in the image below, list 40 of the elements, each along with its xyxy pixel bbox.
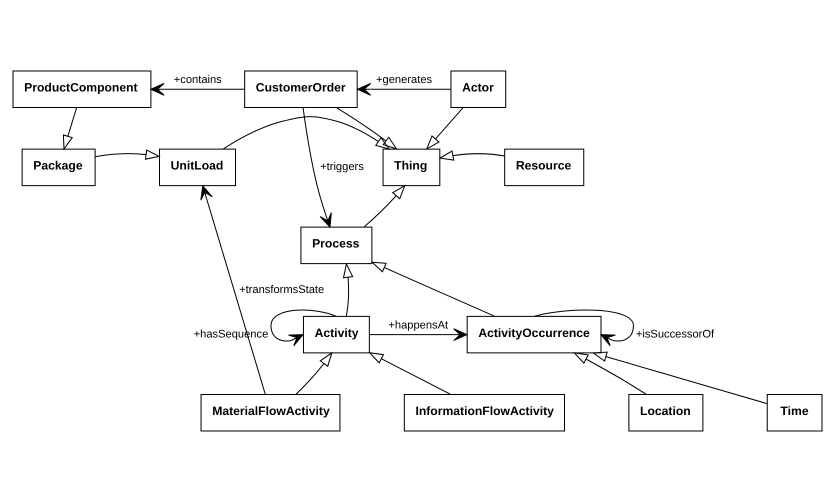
arrow [357, 82, 450, 96]
edge-label: +happensAt [388, 318, 448, 331]
arrow [95, 148, 161, 160]
arrow [62, 106, 78, 150]
arrow [336, 106, 398, 150]
arrow [370, 261, 496, 316]
arrow [370, 328, 468, 341]
arrow [200, 184, 266, 394]
edge-label: +contains [174, 74, 222, 86]
arrow [364, 184, 406, 227]
edge-label: +transformsState [239, 283, 324, 296]
arrow [592, 351, 768, 404]
arrow [302, 107, 332, 228]
node-box: Time [766, 393, 822, 431]
node-box: Resource [504, 148, 584, 186]
edge-label: +generates [376, 74, 432, 86]
node-box: CustomerOrder [244, 70, 358, 108]
node-box: UnitLoad [158, 148, 236, 186]
arrow [222, 116, 390, 150]
node-box: InformationFlowActivity [404, 393, 565, 431]
arrow [368, 352, 452, 394]
arrow [534, 309, 634, 346]
node-box: Package [22, 148, 96, 186]
node-box: MaterialFlowActivity [200, 393, 340, 431]
edge-label: +isSuccessorOf [636, 328, 714, 340]
arrow [573, 352, 646, 394]
node-box: Actor [450, 70, 506, 108]
arrow [438, 150, 504, 160]
arrow [270, 309, 337, 346]
node-box: Thing [382, 148, 440, 186]
node-box: ProductComponent [12, 70, 152, 108]
node-box: Location [628, 393, 704, 431]
arrow [296, 351, 333, 394]
arrow [150, 82, 244, 96]
node-box: Activity [302, 315, 370, 353]
node-box: Process [300, 226, 372, 264]
edge-label: +triggers [320, 160, 364, 173]
arrow [426, 106, 464, 150]
node-box: ActivityOccurrence [466, 315, 602, 353]
arrow [342, 262, 354, 316]
